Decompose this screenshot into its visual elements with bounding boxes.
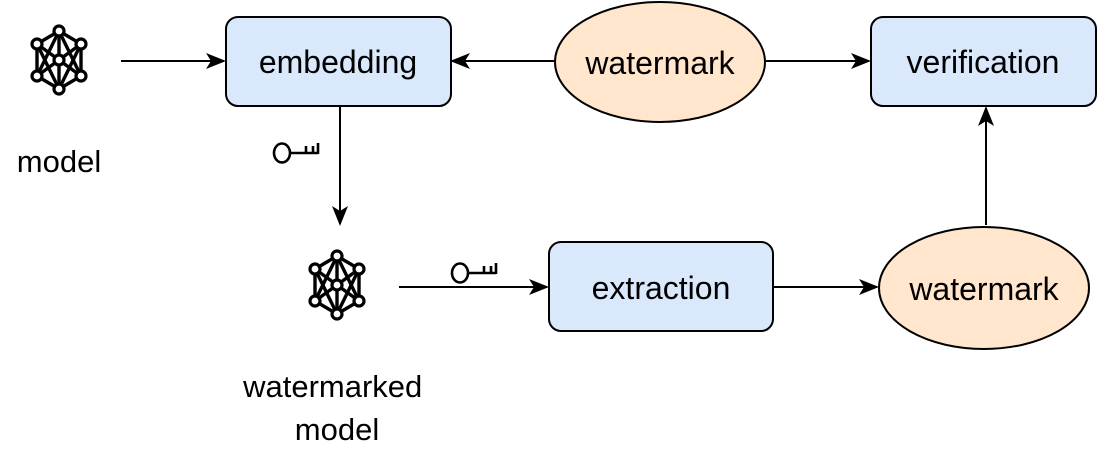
embedding-box: embedding [225,16,452,107]
watermarked-model-node: watermarked model [242,249,431,447]
watermarked-model-caption-line-2: model [295,412,379,447]
extraction-box: extraction [548,241,774,332]
watermark-input-ellipse: watermark [554,1,766,123]
embedding-label: embedding [259,44,417,80]
model-node: model [17,24,101,179]
model-caption: model [17,144,101,179]
edges [121,53,994,295]
watermarked-model-caption-line-1: watermarked [242,369,422,404]
watermark-output-label: watermark [908,271,1059,307]
key-icon [272,141,320,164]
watermark-input-label: watermark [584,45,735,81]
verification-box: verification [870,16,1097,107]
neural-network-icon [30,24,88,96]
watermark-output-ellipse: watermark [878,226,1090,350]
verification-label: verification [907,44,1060,80]
key-icon [450,261,498,284]
neural-network-icon [308,249,366,321]
extraction-label: extraction [592,270,731,306]
watermarked-model-caption: watermarked model [242,369,431,447]
